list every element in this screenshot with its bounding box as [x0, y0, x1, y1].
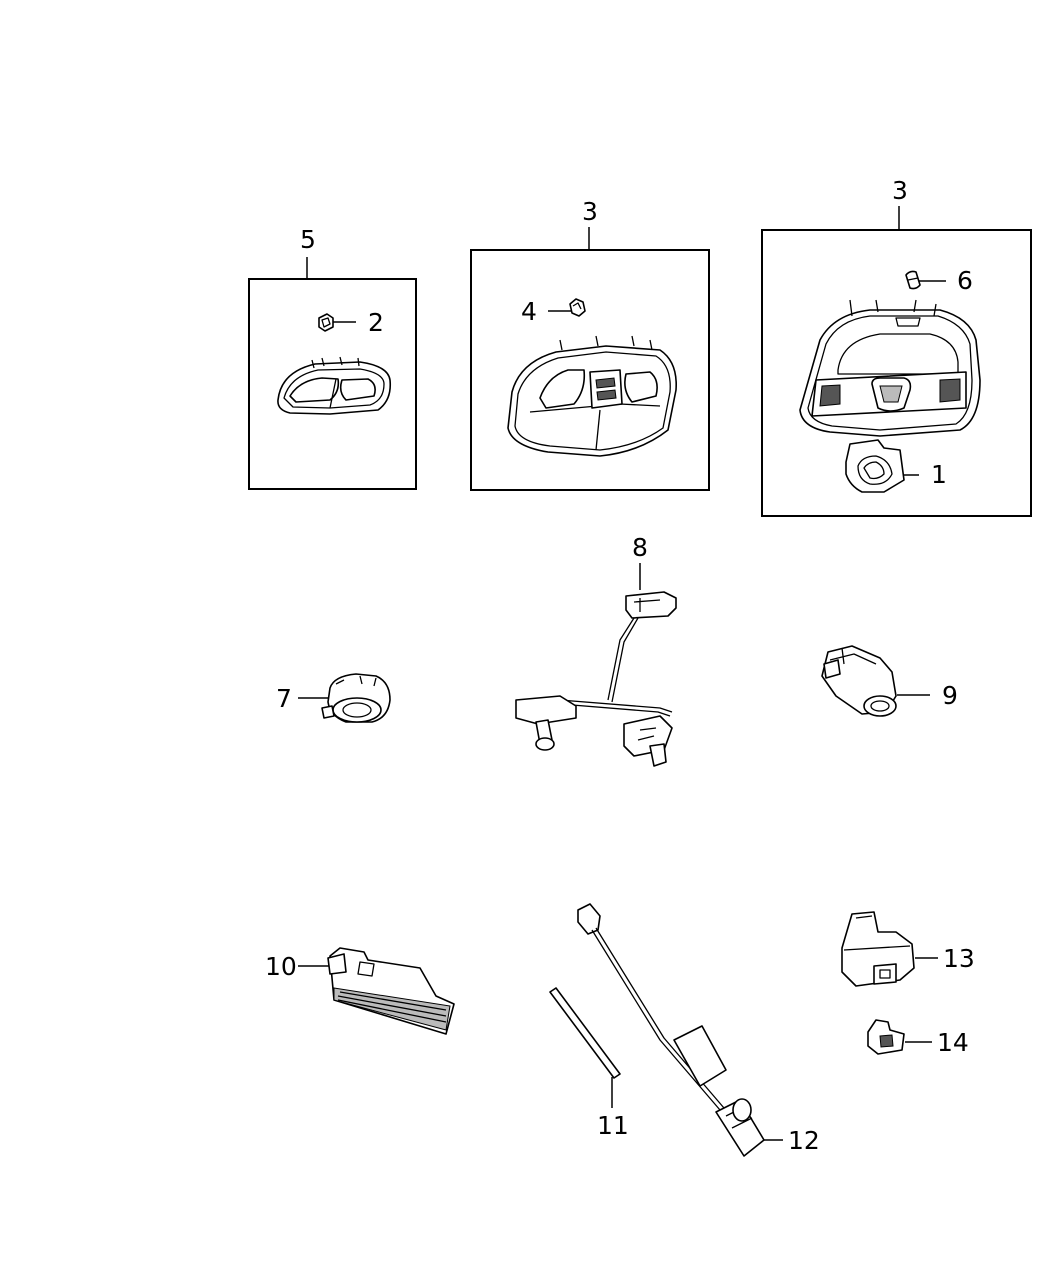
callout-12: 12	[788, 1126, 820, 1155]
part-6-bulb	[905, 270, 921, 290]
callout-13: 13	[943, 944, 975, 973]
part-5-dome-lamp	[277, 356, 392, 415]
callout-9: 9	[942, 681, 958, 710]
callout-2: 2	[368, 308, 384, 337]
group-box-3-left	[470, 249, 710, 491]
callout-10: 10	[265, 952, 297, 981]
part-7-round-lamp	[321, 673, 391, 723]
callout-14: 14	[937, 1028, 969, 1057]
group-box-3-right	[761, 229, 1032, 517]
part-8-wiring-harness	[515, 591, 677, 767]
callout-4: 4	[521, 297, 537, 326]
part-3-overhead-console-right	[799, 299, 981, 437]
part-14-small-clip	[867, 1019, 905, 1055]
part-12-cable-lamp	[577, 903, 765, 1157]
part-4-clip	[569, 298, 586, 317]
group-box-5	[248, 278, 417, 490]
part-1-sensor-housing	[845, 439, 905, 493]
callout-5: 5	[300, 225, 316, 254]
callout-8: 8	[632, 533, 648, 562]
part-9-lamp-housing	[821, 645, 897, 717]
part-10-license-lamp	[327, 947, 455, 1035]
callout-11: 11	[597, 1111, 629, 1140]
part-13-lamp-socket	[841, 911, 915, 987]
part-2-clip	[318, 313, 334, 332]
callout-6: 6	[957, 266, 973, 295]
callout-3-left: 3	[582, 197, 598, 226]
callout-3-right: 3	[892, 176, 908, 205]
part-3-overhead-console-left	[507, 335, 677, 457]
callout-1: 1	[931, 460, 947, 489]
callout-7: 7	[276, 684, 292, 713]
part-11-strip	[549, 987, 621, 1079]
